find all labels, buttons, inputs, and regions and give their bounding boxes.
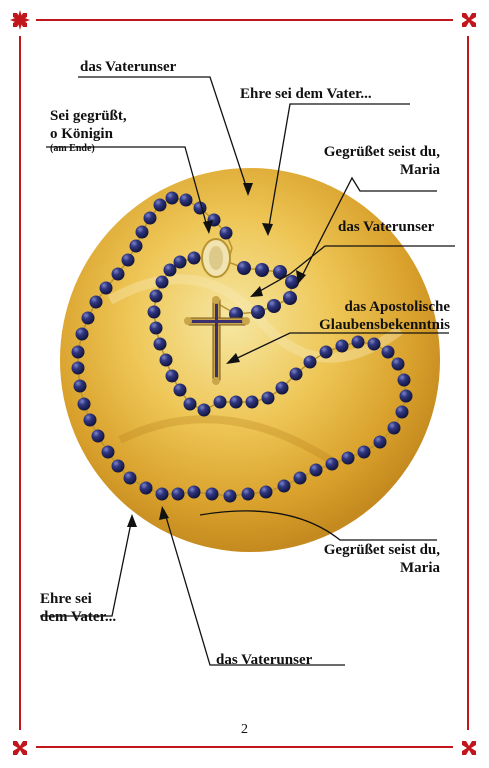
crucifix-icon (184, 296, 250, 385)
rosary-bead (373, 435, 387, 449)
rosary-bead (223, 489, 237, 503)
rosary-bead (143, 211, 157, 225)
rosary-bead (155, 275, 169, 289)
rosary-bead (121, 253, 135, 267)
label-vaterunser-top: das Vaterunser (80, 59, 177, 75)
rosary-bead (183, 397, 197, 411)
rosary-bead (149, 321, 163, 335)
pointer-lines (40, 76, 455, 666)
rosary-bead (309, 463, 323, 477)
rosary-bead (187, 251, 201, 265)
cross-icon-top-left (10, 10, 30, 30)
rosary-bead (159, 353, 173, 367)
rosary-bead (91, 429, 105, 443)
rosary-bead (165, 369, 179, 383)
rosary-bead (357, 445, 371, 459)
rosary-bead (351, 335, 365, 349)
pointer-arrowheads (127, 183, 306, 527)
label-ave-maria-top: Gegrüßet seist du, Maria (323, 144, 440, 178)
rosary-bead (341, 451, 355, 465)
rosary-bead (397, 373, 411, 387)
rosary-bead (171, 487, 185, 501)
rosary-bead (149, 289, 163, 303)
rosary-bead (197, 403, 211, 417)
cross-icon-bottom-right (462, 741, 476, 755)
rosary-bead (255, 263, 269, 277)
rosary-bead (399, 389, 413, 403)
rosary-bead (163, 263, 177, 277)
rosary-bead (219, 226, 233, 240)
rosary-bead (237, 261, 251, 275)
label-credo: das Apostolische Glaubensbekenntnis (319, 299, 450, 333)
label-ehre-bottom: Ehre sei dem Vater... (40, 591, 117, 625)
rosary-bead (187, 485, 201, 499)
rosary-bead (277, 479, 291, 493)
rosary-bead (77, 397, 91, 411)
rosary-bead (73, 379, 87, 393)
rosary-bead (75, 327, 89, 341)
rosary-bead (229, 395, 243, 409)
rosary-bead (139, 481, 153, 495)
rosary-bead (205, 487, 219, 501)
rosary-bead (273, 265, 287, 279)
rosary-bead (285, 275, 299, 289)
rosary-bead (83, 413, 97, 427)
label-vaterunser-bottom: das Vaterunser (216, 652, 313, 668)
rosary-bead (99, 281, 113, 295)
frame-right-line (467, 36, 469, 730)
rosary-bead (123, 471, 137, 485)
rosary-bead (289, 367, 303, 381)
rosary-bead (71, 345, 85, 359)
rosary-bead (213, 395, 227, 409)
label-ave-maria-bottom: Gegrüßet seist du, Maria (323, 542, 440, 576)
page-number: 2 (241, 722, 248, 737)
rosary-bead (245, 395, 259, 409)
rosary-bead (111, 459, 125, 473)
rosary-bead (319, 345, 333, 359)
label-salve-regina: Sei gegrüßt, o Königin (am Ende) (50, 108, 127, 154)
rosary-bead (153, 198, 167, 212)
rosary-bead (391, 357, 405, 371)
rosary-bead (173, 383, 187, 397)
rosary-bead (129, 239, 143, 253)
frame-top-line (36, 19, 453, 21)
rosary-bead (325, 457, 339, 471)
rosary-bead (81, 311, 95, 325)
rosary-bead (267, 299, 281, 313)
rosary-bead (111, 267, 125, 281)
rosary-bead (303, 355, 317, 369)
rosary-bead (89, 295, 103, 309)
rosary-bead (241, 487, 255, 501)
rosary-bead (101, 445, 115, 459)
rosary-bead (395, 405, 409, 419)
rosary-bead (293, 471, 307, 485)
frame-left-line (19, 36, 21, 730)
label-ehre-top: Ehre sei dem Vater... (240, 86, 372, 102)
frame-bottom-line (36, 746, 453, 748)
cross-icon-top-right (462, 13, 476, 27)
rosary-bead (165, 191, 179, 205)
label-vaterunser-middle: das Vaterunser (338, 219, 435, 235)
rosary-bead (283, 291, 297, 305)
rosary-bead (335, 339, 349, 353)
rosary-bead (71, 361, 85, 375)
rosary-bead (261, 391, 275, 405)
rosary-bead (367, 337, 381, 351)
rosary-bead (381, 345, 395, 359)
rosary-bead (387, 421, 401, 435)
rosary-bead (135, 225, 149, 239)
rosary-bead (155, 487, 169, 501)
rosary-bead (147, 305, 161, 319)
rosary-bead (179, 193, 193, 207)
rosary-bead (275, 381, 289, 395)
rosary-bead (251, 305, 265, 319)
cross-icon-bottom-left (13, 741, 27, 755)
rosary-bead (259, 485, 273, 499)
rosary-bead (173, 255, 187, 269)
label-salve-note: (am Ende) (50, 143, 95, 154)
rosary-bead (153, 337, 167, 351)
